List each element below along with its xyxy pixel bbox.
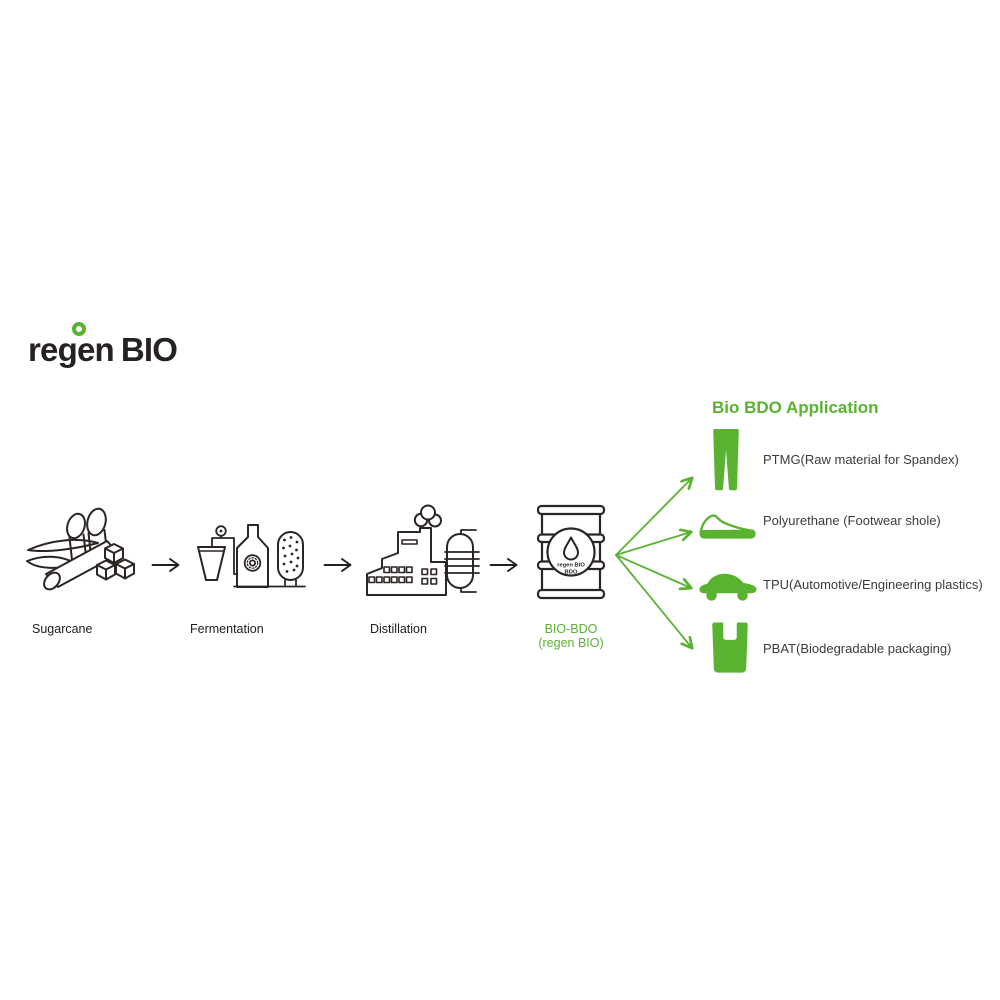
application-title: Bio BDO Application (712, 398, 879, 417)
application-item-label: PBAT(Biodegradable packaging) (763, 641, 952, 656)
pants-icon (713, 429, 739, 491)
fermentation-icon (197, 524, 306, 588)
step-label-sugarcane: Sugarcane (32, 622, 93, 636)
application-item-label: PTMG(Raw material for Spandex) (763, 452, 959, 467)
bio-bdo-barrel-icon: regen BIO BDO (536, 504, 606, 600)
logo-text-regen: regen (28, 331, 115, 368)
application-fan-arrows-icon (615, 442, 708, 664)
distillation-icon (366, 504, 480, 596)
application-item-label: TPU(Automotive/Engineering plastics) (763, 577, 983, 592)
bio-bdo-label-line1: BIO-BDO (544, 622, 598, 636)
bio-bdo-label-line2: (regen BIO) (538, 636, 604, 650)
logo-text-bio: BIO (120, 331, 178, 368)
sugar-cube-icon (96, 543, 135, 581)
car-icon (699, 573, 757, 601)
flow-arrow-icon (151, 558, 180, 572)
barrel-text-line2: BDO (565, 570, 578, 576)
barrel-text-line1: regen BIO (557, 563, 585, 569)
step-label-bio-bdo: BIO-BDO (regen BIO) (534, 622, 608, 650)
sugarcane-icon (26, 507, 135, 591)
step-label-fermentation: Fermentation (190, 622, 264, 636)
shoe-icon (699, 514, 756, 539)
logo-ring-icon (72, 322, 86, 336)
application-item-label: Polyurethane (Footwear shole) (763, 513, 941, 528)
flow-arrow-icon (323, 558, 352, 572)
step-label-distillation: Distillation (370, 622, 427, 636)
flow-arrow-icon (489, 558, 518, 572)
bag-icon (712, 622, 748, 673)
